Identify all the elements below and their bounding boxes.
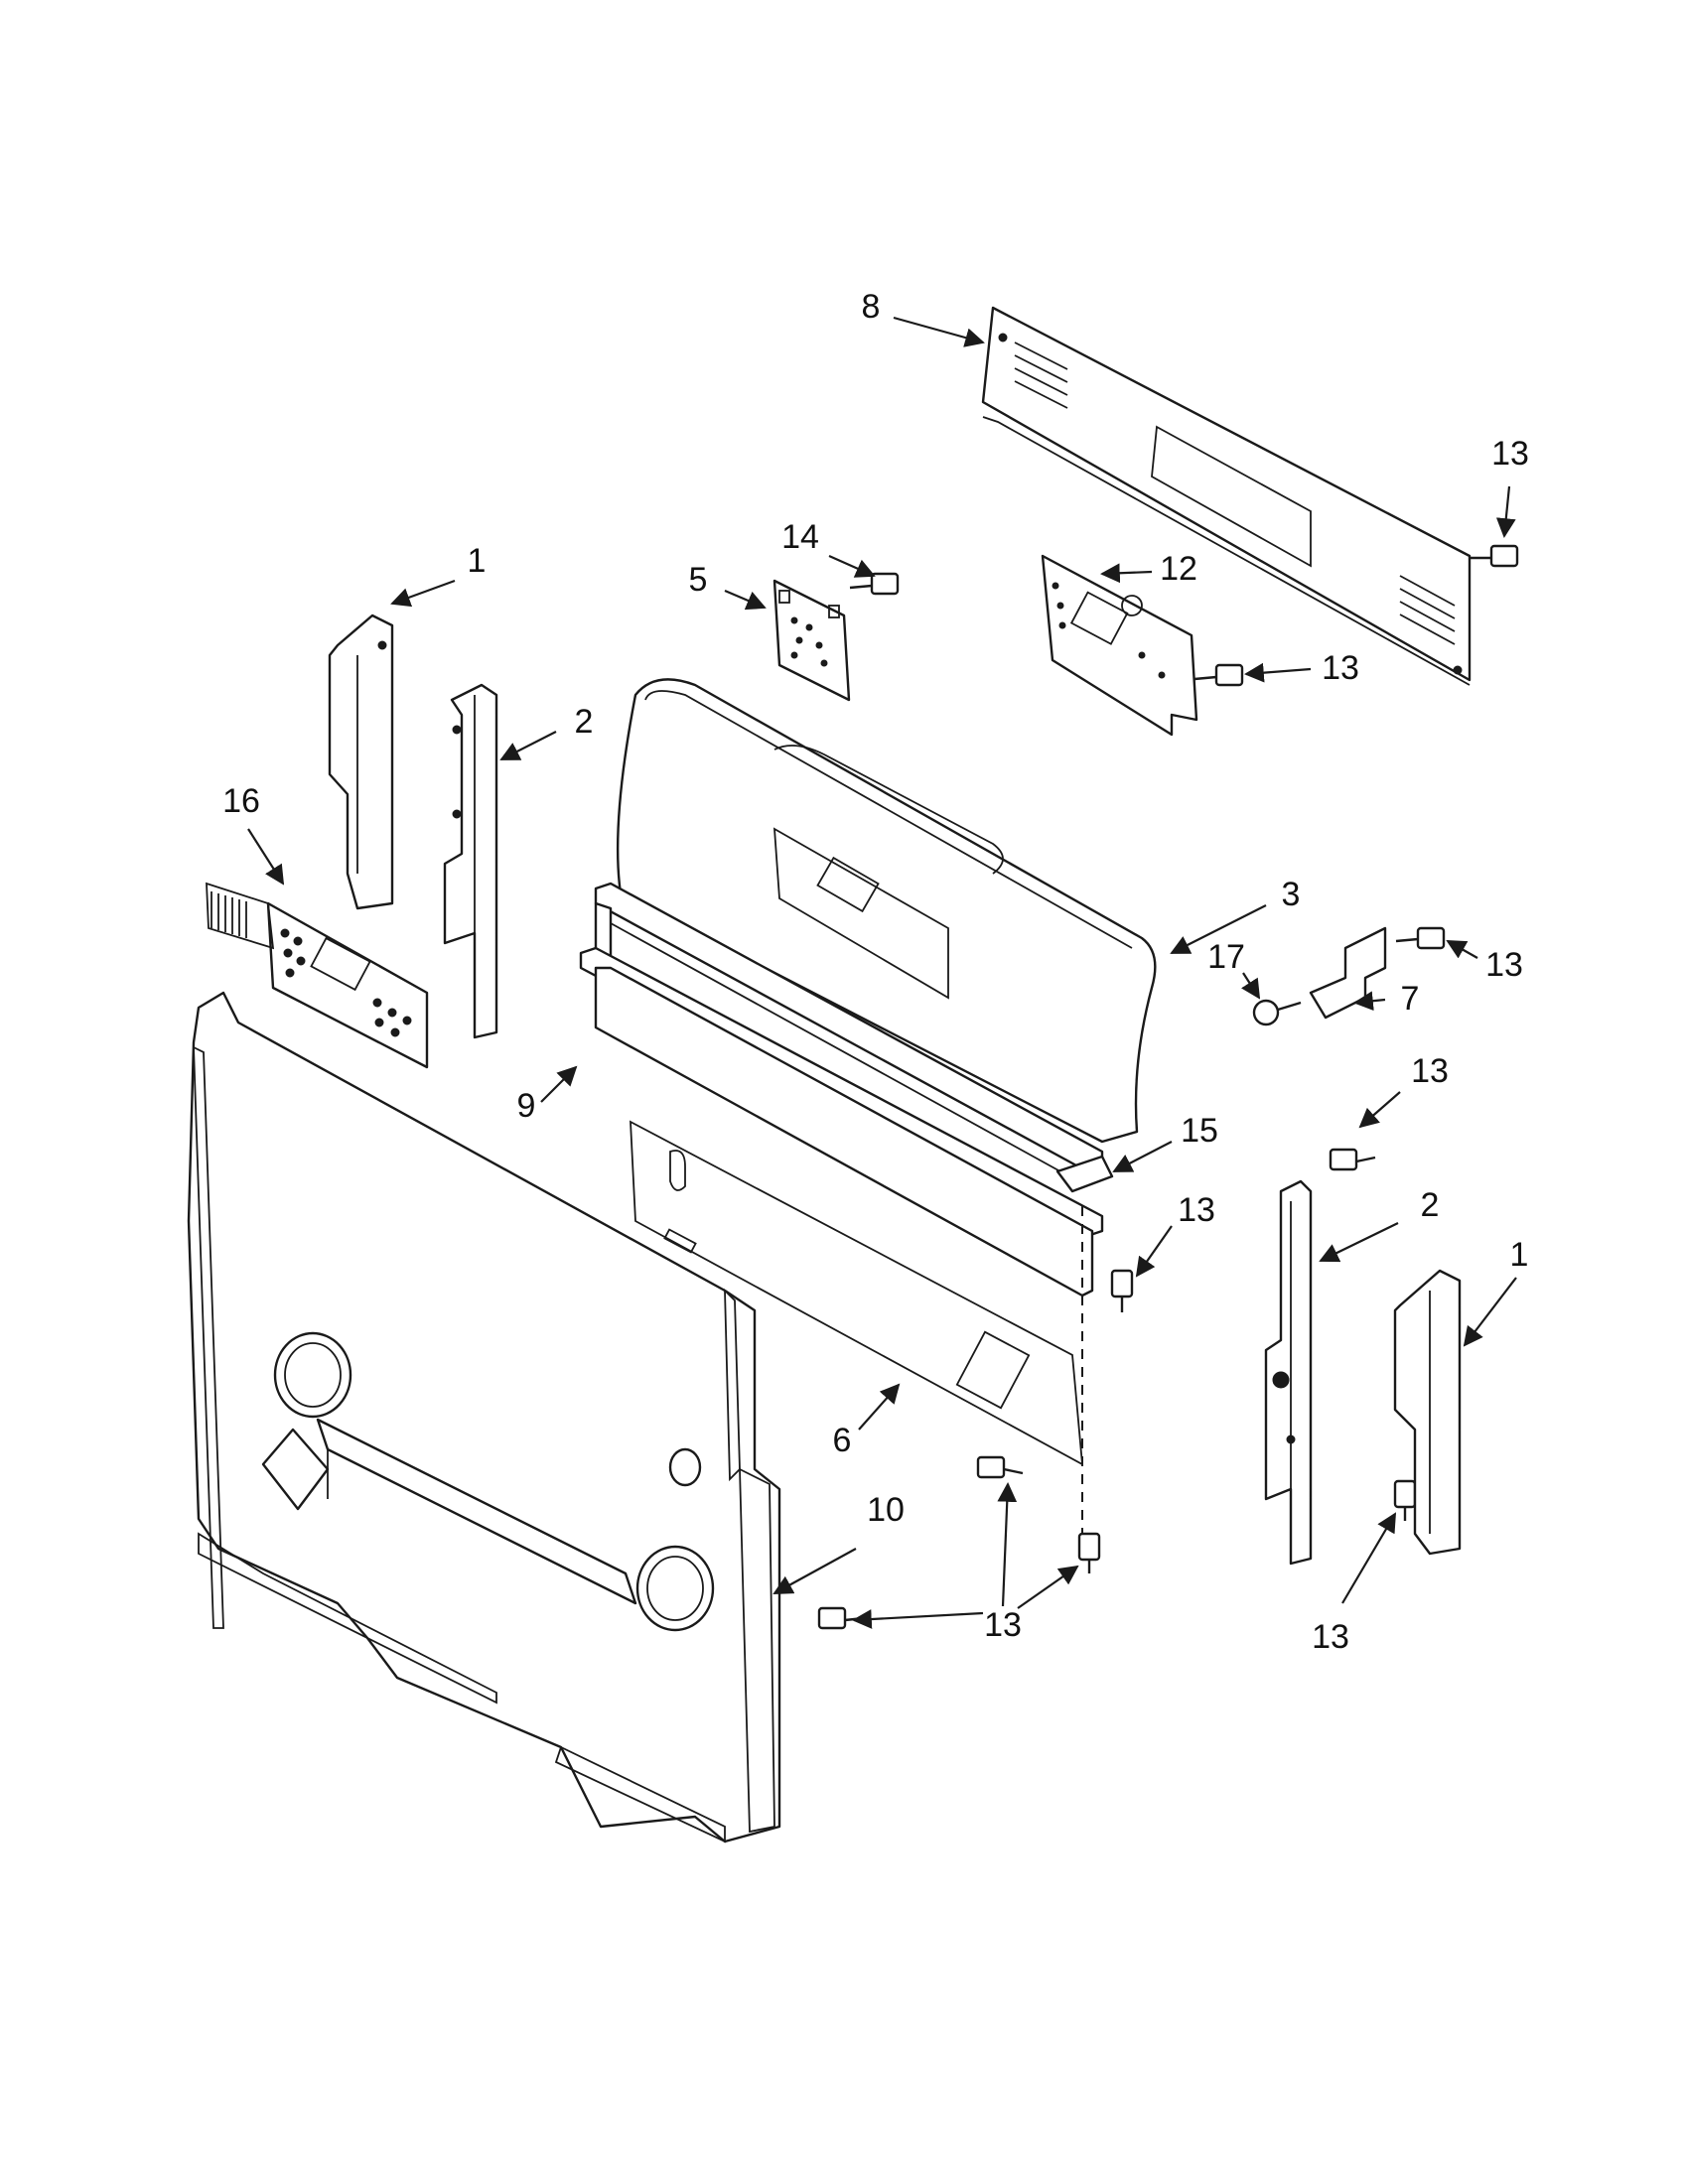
part-3-control-console (616, 678, 1157, 1144)
callout-13-center: 13 (1178, 1191, 1215, 1229)
screw-icon (1077, 1532, 1101, 1573)
screw-icon (1393, 1479, 1417, 1521)
callout-3: 3 (1282, 876, 1301, 913)
callout-2-left: 2 (575, 703, 594, 741)
callout-9: 9 (517, 1087, 536, 1125)
knob-screw-icon (1252, 999, 1302, 1026)
callout-1-left: 1 (468, 542, 487, 580)
callout-12: 12 (1160, 550, 1197, 588)
callout-15: 15 (1181, 1112, 1218, 1150)
callout-7: 7 (1401, 980, 1420, 1018)
part-2-right-side-bracket (1264, 1179, 1313, 1566)
callout-10: 10 (867, 1491, 905, 1529)
part-15-bracket (1055, 1155, 1114, 1193)
part-1-left-side-trim (328, 614, 394, 910)
screw-icon (1110, 1269, 1134, 1312)
callout-13-bottom-right: 13 (1312, 1618, 1349, 1656)
part-16-keypad-overlay (206, 882, 429, 1069)
part-9-channel (594, 882, 1104, 1187)
part-8-vent-panel (981, 306, 1472, 686)
callout-13-bottom: 13 (984, 1606, 1022, 1644)
screw-icon (1395, 926, 1446, 950)
part-7-bracket (1309, 926, 1387, 1020)
screw-icon (1329, 1148, 1376, 1171)
callout-1-right: 1 (1510, 1236, 1529, 1274)
screw-icon (817, 1606, 865, 1630)
callout-6: 6 (833, 1422, 852, 1459)
leader-lines (247, 316, 1517, 1629)
callout-labels: 8 13 14 5 12 13 1 2 16 3 13 17 7 9 13 15… (222, 288, 1529, 1656)
callout-2-right: 2 (1421, 1186, 1440, 1224)
callout-5: 5 (689, 561, 708, 599)
callout-8: 8 (862, 288, 881, 326)
callout-17: 17 (1207, 938, 1245, 976)
screw-icon (976, 1455, 1024, 1479)
callout-13-board: 13 (1322, 649, 1359, 687)
screw-icon (1470, 544, 1519, 568)
part-12-control-board (1041, 554, 1198, 737)
screw-icon (1193, 663, 1244, 687)
part-1-right-side-trim (1393, 1269, 1462, 1556)
callout-13-bracket: 13 (1485, 946, 1523, 984)
screw-icon (849, 572, 900, 596)
callout-13-top-right: 13 (1491, 435, 1529, 473)
part-5-small-board (772, 579, 851, 702)
callout-14: 14 (781, 518, 819, 556)
part-10-rear-shield (187, 991, 781, 1843)
callout-13-right-upper: 13 (1411, 1052, 1449, 1090)
part-2-left-side-bracket (443, 683, 498, 1039)
callout-16: 16 (222, 782, 260, 820)
